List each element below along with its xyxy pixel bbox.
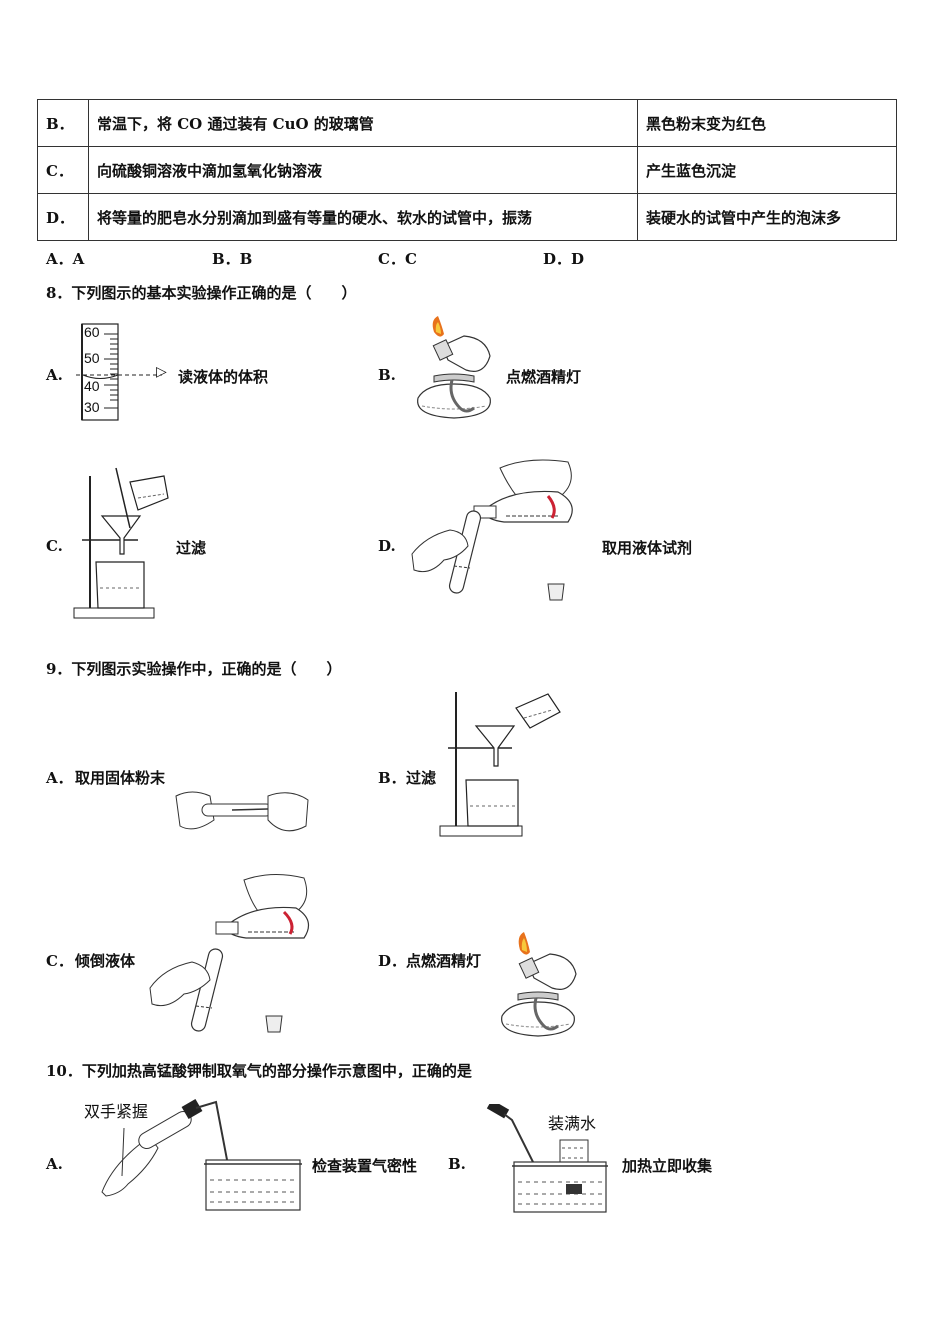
q7-answer-c[interactable]: C．C: [378, 250, 417, 268]
q9-option-d-caption: 点燃酒精灯: [406, 952, 482, 970]
q8-option-a-caption: 读液体的体积: [178, 368, 269, 386]
q9-option-c-letter[interactable]: C．: [46, 952, 73, 970]
q8-option-a-letter[interactable]: A.: [46, 366, 63, 384]
q9-option-d-letter[interactable]: D．: [378, 952, 407, 970]
table-row: B． 常温下，将 CO 通过装有 CuO 的玻璃管 黑色粉末变为红色: [37, 99, 897, 147]
row-key: D．: [37, 193, 89, 241]
q8-option-c-caption: 过滤: [176, 539, 207, 557]
row-operation: 向硫酸铜溶液中滴加氢氧化钠溶液: [88, 146, 638, 194]
figure-label: 双手紧握: [84, 1102, 149, 1121]
q8-option-b-letter[interactable]: B.: [378, 366, 396, 384]
q7-answer-d[interactable]: D．D: [543, 250, 585, 268]
q8-option-d-caption: 取用液体试剂: [602, 539, 693, 557]
filtration-setup-figure: [72, 466, 172, 622]
q9-option-b-letter[interactable]: B．: [378, 769, 406, 787]
row-phenomenon: 装硬水的试管中产生的泡沫多: [637, 193, 897, 241]
row-key: C．: [37, 146, 89, 194]
q10-option-a-letter[interactable]: A.: [46, 1155, 63, 1173]
q9-option-a-caption: 取用固体粉末: [75, 769, 166, 787]
q9-option-c-caption: 倾倒液体: [75, 952, 136, 970]
table-row: C． 向硫酸铜溶液中滴加氢氧化钠溶液 产生蓝色沉淀: [37, 146, 897, 194]
powder-into-tube-figure: [172, 786, 312, 840]
airtightness-check-figure: 双手紧握: [82, 1096, 306, 1214]
alcohol-lamp-lighting-figure: [488, 932, 588, 1038]
row-operation: 常温下，将 CO 通过装有 CuO 的玻璃管: [88, 99, 638, 147]
q8-option-d-letter[interactable]: D.: [378, 537, 396, 555]
eye-icon: ▷: [156, 364, 167, 380]
alcohol-lamp-lighting-figure: [404, 316, 504, 422]
filtration-setup-figure: [436, 688, 566, 840]
tick-label: 50: [84, 350, 100, 366]
q10-stem: 10．下列加热高锰酸钾制取氧气的部分操作示意图中，正确的是: [46, 1062, 472, 1080]
row-phenomenon: 产生蓝色沉淀: [637, 146, 897, 194]
q8-option-b-caption: 点燃酒精灯: [506, 368, 582, 386]
figure-label: 装满水: [548, 1114, 597, 1133]
q8-stem: 8．下列图示的基本实验操作正确的是（ ）: [46, 284, 357, 302]
row-operation: 将等量的肥皂水分别滴加到盛有等量的硬水、软水的试管中，振荡: [88, 193, 638, 241]
gas-collection-figure: 装满水: [482, 1104, 612, 1214]
q7-answer-a[interactable]: A．A: [46, 250, 85, 268]
q8-option-c-letter[interactable]: C.: [46, 537, 63, 555]
row-key: B．: [37, 99, 89, 147]
tick-label: 40: [84, 378, 100, 394]
q9-option-a-letter[interactable]: A．: [46, 769, 73, 787]
tick-label: 60: [84, 324, 100, 340]
q10-option-b-letter[interactable]: B.: [448, 1155, 466, 1173]
row-phenomenon: 黑色粉末变为红色: [637, 99, 897, 147]
q7-option-table: B． 常温下，将 CO 通过装有 CuO 的玻璃管 黑色粉末变为红色 C． 向硫…: [37, 99, 897, 241]
q9-stem: 9．下列图示实验操作中，正确的是（ ）: [46, 660, 342, 678]
q7-answer-b[interactable]: B．B: [212, 250, 253, 268]
pouring-liquid-figure: [408, 458, 588, 606]
pouring-liquid-figure: [148, 872, 318, 1036]
graduated-cylinder-figure: 60 50 40 30 ▷: [74, 320, 174, 424]
table-row: D． 将等量的肥皂水分别滴加到盛有等量的硬水、软水的试管中，振荡 装硬水的试管中…: [37, 193, 897, 241]
q9-option-b-caption: 过滤: [406, 769, 437, 787]
q10-option-b-caption: 加热立即收集: [622, 1157, 713, 1175]
q10-option-a-caption: 检查装置气密性: [312, 1157, 418, 1175]
tick-label: 30: [84, 399, 100, 415]
